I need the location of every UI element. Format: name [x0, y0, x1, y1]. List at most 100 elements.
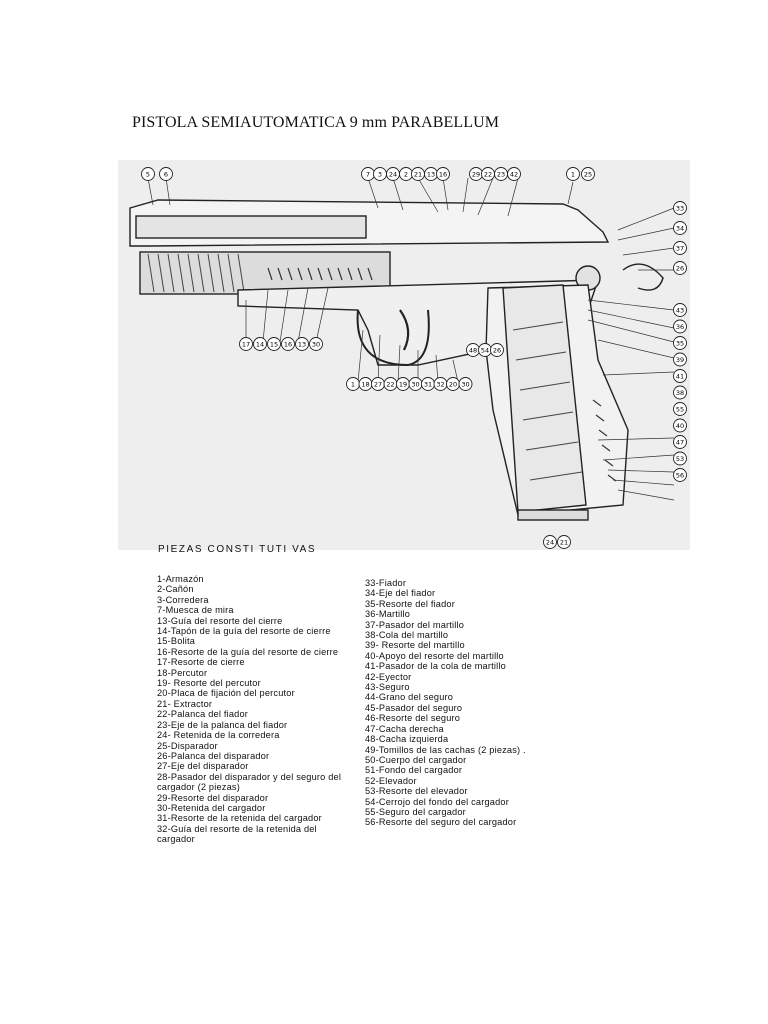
callout-marker: 17	[239, 337, 253, 351]
callout-marker: 56	[673, 468, 687, 482]
svg-text:42: 42	[510, 171, 518, 179]
callout-marker: 16	[281, 337, 295, 351]
callout-leaders	[147, 177, 675, 501]
part-list-item: 19- Resorte del percutor	[157, 678, 261, 689]
svg-text:1: 1	[351, 381, 355, 389]
svg-text:39: 39	[676, 356, 684, 364]
guide-spring	[267, 267, 373, 281]
part-list-item: 20-Placa de fijación del percutor	[157, 688, 295, 699]
part-list-item: 34-Eje del fiador	[365, 588, 436, 599]
barrel	[135, 215, 367, 239]
svg-text:15: 15	[270, 341, 278, 349]
part-list-item: 43-Seguro	[365, 682, 410, 693]
part-list-item: 24- Retenida de la corredera	[157, 730, 280, 741]
part-list-item: 2-Cañón	[157, 584, 194, 595]
svg-text:34: 34	[676, 225, 684, 233]
callout-marker: 48	[466, 343, 480, 357]
callout-marker: 42	[507, 167, 521, 181]
svg-text:31: 31	[424, 381, 432, 389]
svg-text:47: 47	[676, 439, 684, 447]
part-list-item: 26-Palanca del disparador	[157, 750, 270, 761]
recoil-spring	[147, 253, 245, 293]
callout-marker: 53	[673, 451, 687, 466]
mainspring	[592, 399, 617, 482]
callout-marker: 31	[421, 377, 435, 391]
svg-text:37: 37	[676, 245, 684, 253]
callout-marker: 18	[358, 377, 373, 391]
part-list-item: 22-Palanca del fiador	[157, 709, 249, 720]
svg-text:43: 43	[676, 307, 684, 315]
svg-text:5: 5	[146, 171, 150, 179]
part-list-item: 54-Cerrojo del fondo del cargador	[365, 796, 509, 807]
part-list-item: 42-Eyector	[365, 671, 412, 682]
callout-marker: 1	[346, 377, 360, 391]
trigger-guard	[356, 309, 430, 367]
callout-marker: 30	[458, 377, 473, 391]
part-list-item: 36-Martillo	[365, 609, 411, 620]
svg-text:29: 29	[472, 171, 480, 179]
svg-text:55: 55	[676, 406, 684, 414]
part-list-item: 55-Seguro del cargador	[365, 806, 466, 817]
svg-text:17: 17	[242, 341, 250, 349]
part-list-item: 40-Apoyo del resorte del martillo	[365, 650, 504, 661]
svg-text:38: 38	[676, 389, 684, 397]
pieces-heading: PIEZAS CONSTI TUTI VAS	[158, 544, 317, 555]
callout-marker: 13	[295, 337, 309, 351]
svg-text:26: 26	[676, 265, 684, 273]
part-list-item: 45-Pasador del seguro	[365, 702, 463, 713]
magazine	[502, 284, 587, 513]
svg-text:22: 22	[386, 381, 394, 389]
part-list-item: 28-Pasador del disparador y del seguro d…	[157, 771, 342, 782]
svg-text:23: 23	[497, 171, 505, 179]
svg-text:16: 16	[439, 171, 447, 179]
svg-text:2: 2	[404, 171, 408, 179]
callout-marker: 47	[673, 435, 687, 449]
part-list-item: 32-Guía del resorte de la retenida del	[157, 823, 317, 834]
part-list-item: 7-Muesca de mira	[157, 605, 234, 616]
svg-text:21: 21	[414, 171, 422, 179]
callout-marker: 22	[481, 167, 495, 181]
svg-text:21: 21	[560, 539, 568, 547]
svg-text:48: 48	[469, 347, 477, 355]
svg-text:27: 27	[374, 381, 382, 389]
svg-text:20: 20	[449, 381, 457, 389]
svg-text:32: 32	[436, 381, 444, 389]
svg-text:30: 30	[461, 381, 469, 389]
part-list-item: 41-Pasador de la cola de martillo	[365, 661, 506, 672]
svg-text:19: 19	[399, 381, 407, 389]
callout-marker: 15	[267, 337, 281, 351]
callout-marker: 35	[673, 336, 687, 350]
callout-marker: 30	[309, 337, 323, 351]
callout-marker: 29	[469, 167, 483, 181]
callout-marker: 41	[673, 369, 687, 383]
part-list-item: 17-Resorte de cierre	[157, 657, 245, 668]
part-list-item: 50-Cuerpo del cargador	[365, 754, 467, 765]
callout-marker: 20	[446, 377, 460, 391]
svg-text:35: 35	[676, 340, 684, 348]
part-list-item: 27-Eje del disparador	[157, 761, 249, 772]
part-list-item: 16-Resorte de la guía del resorte de cie…	[157, 646, 339, 657]
part-list-item: 39- Resorte del martillo	[365, 640, 465, 651]
part-list-item: 31-Resorte de la retenida del cargador	[157, 813, 322, 824]
callout-marker: 19	[396, 377, 410, 391]
part-list-item: 47-Cacha derecha	[365, 723, 444, 734]
part-list-item: 33-Fiador	[365, 578, 407, 588]
svg-text:25: 25	[584, 171, 592, 179]
svg-text:22: 22	[484, 171, 492, 179]
part-list-item: 15-Bolita	[157, 636, 196, 647]
part-list-item: 56-Resorte del seguro del cargador	[365, 817, 517, 828]
callout-marker: 54	[478, 343, 492, 357]
document-title: PISTOLA SEMIAUTOMATICA 9 mm PARABELLUM	[132, 114, 500, 131]
callout-marker: 3	[373, 167, 387, 181]
svg-text:24: 24	[546, 539, 554, 547]
callout-marker: 33	[673, 201, 687, 215]
callout-marker: 14	[253, 337, 267, 351]
svg-text:1: 1	[571, 171, 575, 179]
callout-marker: 34	[673, 221, 687, 235]
callout-marker: 26	[490, 343, 504, 357]
callout-marker: 13	[424, 167, 438, 181]
svg-text:33: 33	[676, 205, 684, 213]
callout-marker: 38	[673, 385, 687, 400]
